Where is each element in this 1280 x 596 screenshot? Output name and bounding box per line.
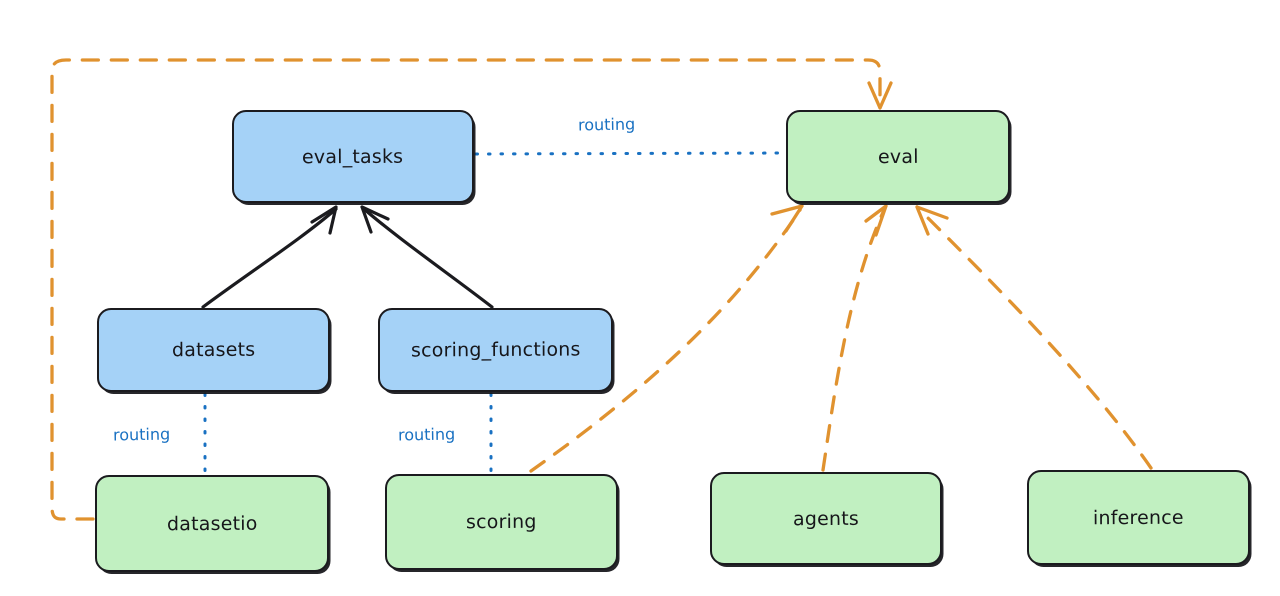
edge-label-routing-scoring-functions-scoring: routing: [397, 424, 456, 445]
edge-scoring_functions-to-eval_tasks: [360, 205, 494, 309]
edge-inference-to-eval-dependency: [915, 205, 1153, 470]
node-datasetio[interactable]: datasetio: [95, 475, 329, 572]
node-scoring[interactable]: scoring: [385, 474, 618, 570]
node-label: scoring_functions: [410, 338, 581, 362]
node-datasets[interactable]: datasets: [97, 308, 330, 392]
node-eval[interactable]: eval: [786, 110, 1010, 203]
edge-datasets-to-eval_tasks: [201, 205, 338, 309]
edge-label-routing-eval-tasks-eval: routing: [577, 114, 636, 135]
edge-eval_tasks-to-eval-routing: [474, 151, 786, 156]
edge-agents-to-eval-dependency: [821, 204, 888, 472]
node-label: inference: [1093, 506, 1184, 529]
edge-label-routing-datasets-datasetio: routing: [112, 424, 171, 445]
node-eval-tasks[interactable]: eval_tasks: [232, 110, 474, 203]
node-label: datasets: [171, 338, 256, 362]
node-label: eval: [877, 145, 919, 168]
node-label: agents: [792, 507, 860, 530]
node-agents[interactable]: agents: [710, 472, 942, 565]
node-label: datasetio: [166, 512, 258, 535]
node-label: scoring: [466, 510, 537, 534]
node-scoring-functions[interactable]: scoring_functions: [378, 308, 613, 392]
node-label: eval_tasks: [302, 145, 404, 168]
node-inference[interactable]: inference: [1027, 470, 1250, 565]
